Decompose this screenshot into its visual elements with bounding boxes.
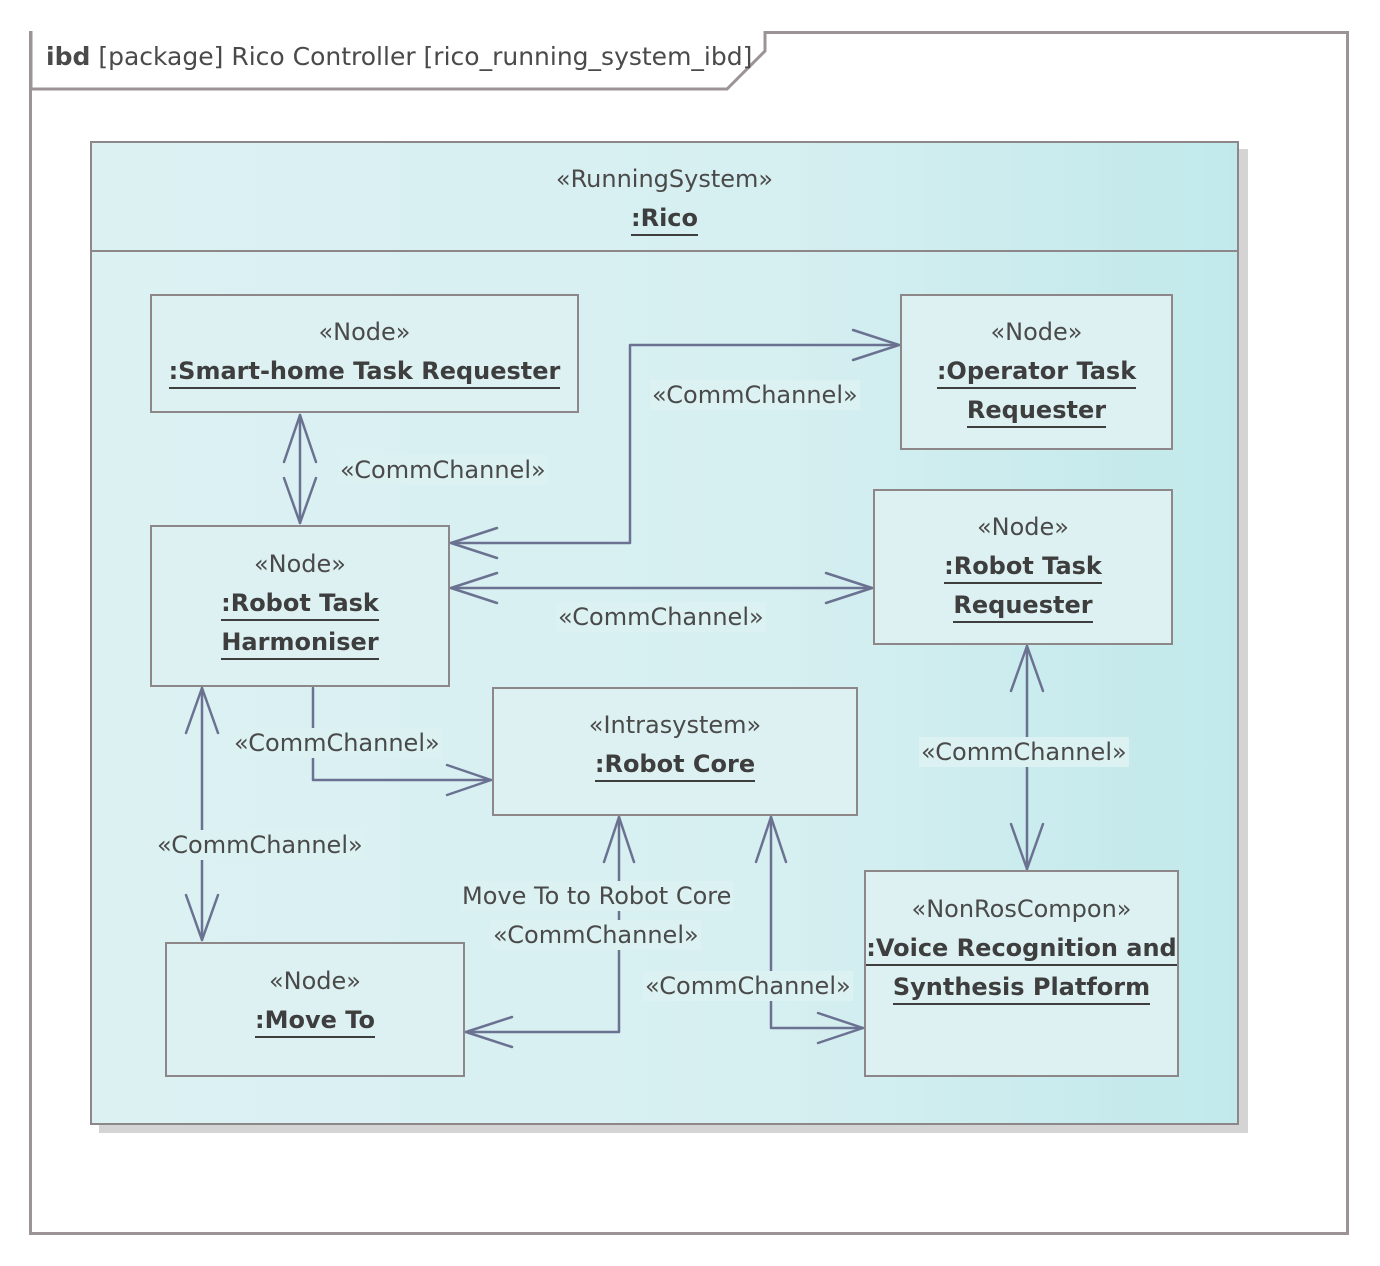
move-to-name: :Move To xyxy=(255,1006,375,1038)
label-harmoniser-robot-core: «CommChannel» xyxy=(232,728,442,758)
operator-name-line1: :Operator Task xyxy=(936,357,1137,389)
node-operator-task-requester[interactable]: «Node» :Operator Task Requester xyxy=(900,294,1173,450)
label-harmoniser-operator: «CommChannel» xyxy=(650,380,860,410)
node-robot-task-harmoniser[interactable]: «Node» :Robot Task Harmoniser xyxy=(150,525,450,687)
smart-home-name: :Smart-home Task Requester xyxy=(168,357,561,389)
connector-harmoniser-robot-requester[interactable] xyxy=(449,571,874,605)
frame-kind: ibd xyxy=(46,42,91,71)
move-to-stereotype: «Node» xyxy=(268,967,361,995)
robot-requester-name: :Robot Task Requester xyxy=(944,552,1102,623)
smart-home-stereotype: «Node» xyxy=(318,318,411,346)
label-robot-core-voice: «CommChannel» xyxy=(643,971,853,1001)
frame-name: [package] Rico Controller [rico_running_… xyxy=(98,42,753,71)
frame-tab xyxy=(29,31,767,91)
node-smart-home-task-requester[interactable]: «Node» :Smart-home Task Requester xyxy=(150,294,579,413)
connector-harmoniser-robot-core[interactable] xyxy=(311,686,493,797)
label-harmoniser-move-to: «CommChannel» xyxy=(155,830,365,860)
running-system-header: «RunningSystem» :Rico xyxy=(90,160,1239,238)
label-move-to-core-name: Move To to Robot Core xyxy=(460,881,734,911)
robot-core-name: :Robot Core xyxy=(594,750,756,782)
voice-name-line1: :Voice Recognition and xyxy=(866,934,1177,966)
robot-core-stereotype: «Intrasystem» xyxy=(588,711,762,739)
node-move-to[interactable]: «Node» :Move To xyxy=(165,942,465,1077)
running-system-stereotype: «RunningSystem» xyxy=(555,165,774,193)
voice-stereotype: «NonRosCompon» xyxy=(911,895,1132,923)
harmoniser-stereotype: «Node» xyxy=(253,550,346,578)
harmoniser-name-line2: Harmoniser xyxy=(221,628,379,660)
label-robot-requester-voice: «CommChannel» xyxy=(919,737,1129,767)
node-robot-task-requester[interactable]: «Node» :Robot Task Requester xyxy=(873,489,1173,645)
robot-requester-stereotype: «Node» xyxy=(976,513,1069,541)
connector-robot-core-voice[interactable] xyxy=(754,815,865,1045)
connector-smart-home-harmoniser[interactable] xyxy=(282,413,318,525)
operator-stereotype: «Node» xyxy=(990,318,1083,346)
node-robot-core[interactable]: «Intrasystem» :Robot Core xyxy=(492,687,858,816)
connector-harmoniser-move-to[interactable] xyxy=(184,686,220,942)
harmoniser-name-line1: :Robot Task xyxy=(221,589,379,621)
running-system-divider xyxy=(90,250,1239,252)
operator-name-line2: Requester xyxy=(966,396,1107,428)
voice-name-line2: Synthesis Platform xyxy=(892,973,1151,1005)
frame-title: ibd [package] Rico Controller [rico_runn… xyxy=(46,42,752,71)
label-move-to-core-stereotype: «CommChannel» xyxy=(491,920,701,950)
running-system-name: :Rico xyxy=(630,204,699,236)
label-harmoniser-robot-requester: «CommChannel» xyxy=(556,602,766,632)
node-voice-recognition-platform[interactable]: «NonRosCompon» :Voice Recognition and Sy… xyxy=(864,870,1179,1077)
label-smart-home-harmoniser: «CommChannel» xyxy=(338,455,548,485)
connector-harmoniser-operator[interactable] xyxy=(449,328,901,560)
